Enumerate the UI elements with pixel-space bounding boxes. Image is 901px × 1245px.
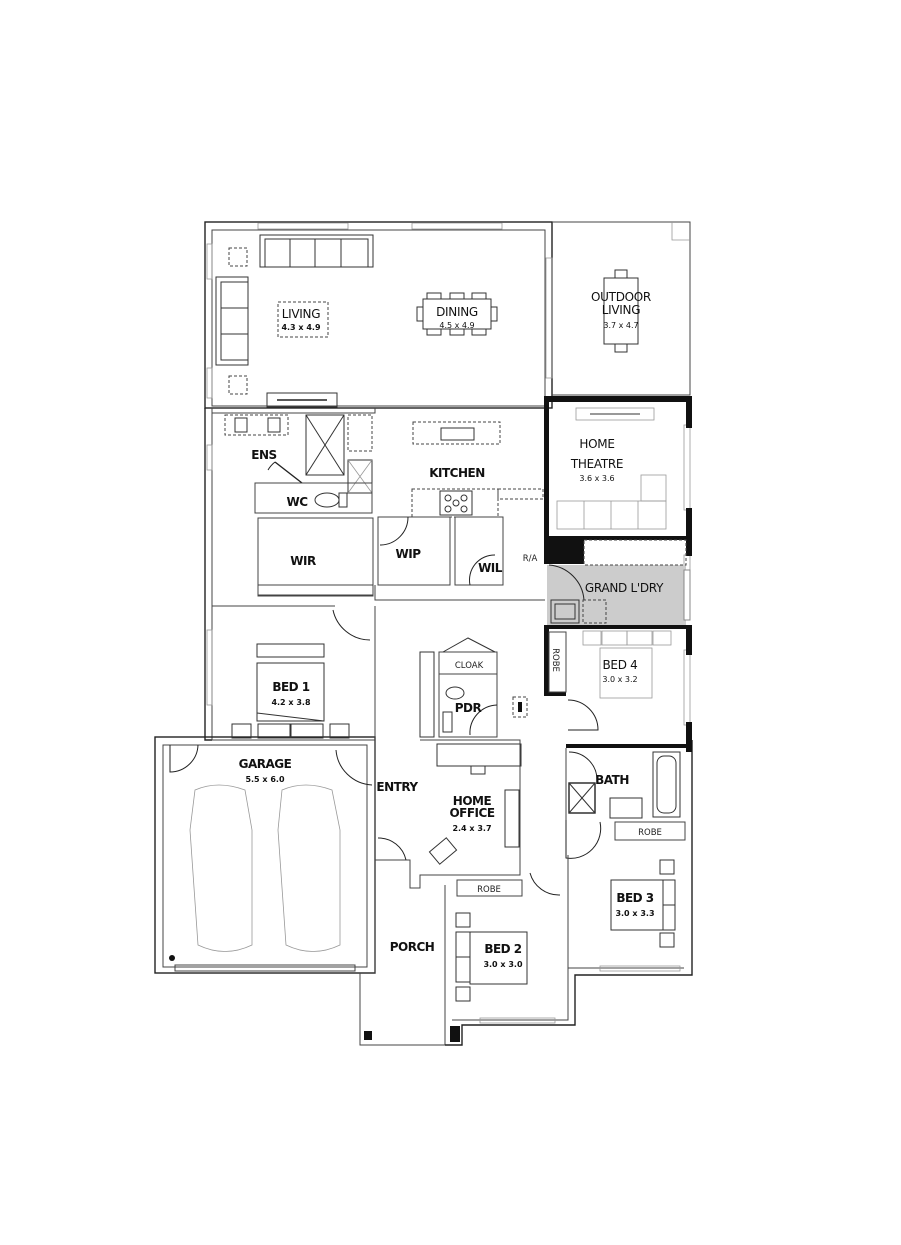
ensuite-kitchen — [212, 408, 545, 601]
room-office-label-1: HOME — [453, 794, 492, 808]
bedroom-wing — [364, 748, 686, 1042]
room-bed3-size: 3.0 x 3.3 — [615, 909, 654, 918]
room-theatre-size: 3.6 x 3.6 — [579, 474, 614, 483]
room-bed4-label: BED 4 — [602, 658, 637, 672]
room-dining-size: 4.5 x 4.9 — [439, 321, 474, 330]
room-cloak-label: CLOAK — [455, 661, 484, 671]
room-wc-label: WC — [286, 495, 308, 509]
room-bath-label: BATH — [595, 773, 629, 787]
room-theatre-label-1: HOME — [579, 437, 614, 451]
room-outdoor-size: 3.7 x 4.7 — [603, 321, 638, 330]
room-office-label-2: OFFICE — [449, 806, 494, 820]
room-bed2-size: 3.0 x 3.0 — [483, 960, 523, 969]
room-ens-label: ENS — [251, 448, 276, 462]
room-theatre-label-2: THEATRE — [570, 457, 623, 471]
room-porch-label: PORCH — [390, 940, 435, 954]
room-living-size: 4.3 x 4.9 — [281, 323, 321, 332]
room-bed4-size: 3.0 x 3.2 — [602, 675, 637, 684]
room-outdoor-label-2: LIVING — [602, 303, 640, 317]
room-wir-label: WIR — [290, 554, 316, 568]
room-garage-size: 5.5 x 6.0 — [245, 775, 285, 784]
room-garage-label: GARAGE — [239, 757, 292, 771]
laundry-fill — [547, 565, 686, 625]
outer-walls — [154, 221, 693, 1046]
room-living-label: LIVING — [282, 307, 320, 321]
bed1-furniture — [212, 605, 376, 840]
living-furniture — [215, 234, 639, 408]
room-bed1-label: BED 1 — [272, 680, 309, 694]
theatre-furniture — [556, 407, 667, 530]
room-outdoor-label-1: OUTDOOR — [591, 290, 651, 304]
robe-bed4-label: ROBE — [550, 648, 560, 672]
room-pdr-label: PDR — [455, 701, 482, 715]
room-kitchen-label: KITCHEN — [429, 466, 485, 480]
room-office-size: 2.4 x 3.7 — [452, 824, 491, 833]
room-bed2-label: BED 2 — [484, 942, 521, 956]
thick-walls — [544, 396, 692, 752]
ra-label: R/A — [523, 554, 538, 564]
robe-bed3-label: ROBE — [638, 828, 662, 838]
room-dining-label: DINING — [436, 305, 478, 319]
garage-details — [169, 744, 373, 972]
room-bed1-size: 4.2 x 3.8 — [271, 698, 311, 707]
room-labels: LIVING 4.3 x 4.9 DINING 4.5 x 4.9 OUTDOO… — [239, 290, 672, 969]
office-area — [375, 637, 528, 897]
robe-bed2-label: ROBE — [477, 885, 501, 895]
room-wip-label: WIP — [396, 547, 422, 561]
room-laundry-label: GRAND L'DRY — [585, 581, 664, 595]
room-bed3-label: BED 3 — [616, 891, 653, 905]
room-entry-label: ENTRY — [376, 780, 418, 794]
room-wil-label: WIL — [478, 561, 503, 575]
